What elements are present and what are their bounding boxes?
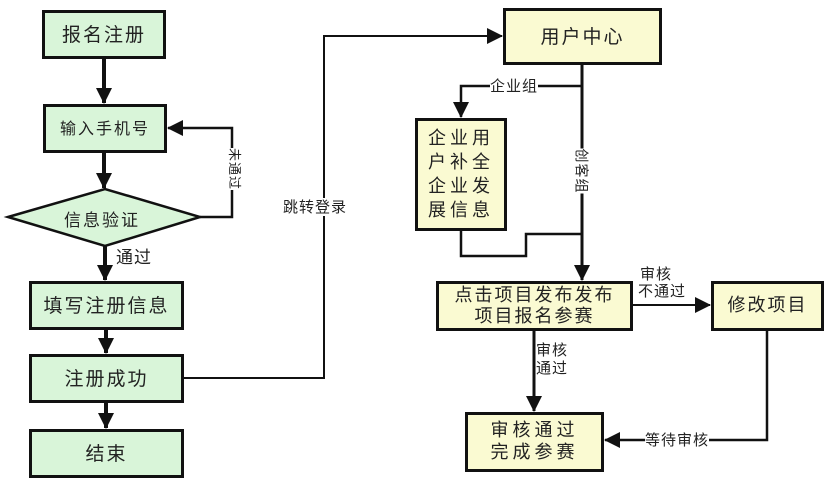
line-enterprise-merge bbox=[459, 230, 582, 258]
label-review-pass-2: 通过 bbox=[536, 359, 569, 377]
label-passed: 通过 bbox=[116, 248, 152, 268]
label-review-pass-1: 审核 bbox=[536, 341, 569, 359]
label-maker-group: 创客组 bbox=[571, 148, 590, 194]
label-jump-login: 跳转登录 bbox=[283, 198, 348, 216]
node-publish: 点击项目发布发布项目报名参赛 bbox=[436, 281, 633, 331]
node-complete: 审核通过完成参赛 bbox=[465, 412, 604, 472]
node-user-center: 用户中心 bbox=[503, 8, 662, 65]
arrow-wait-review bbox=[604, 330, 769, 448]
node-enterprise-info: 企业用户补全企业发展信息 bbox=[415, 118, 507, 231]
node-modify: 修改项目 bbox=[711, 281, 824, 331]
label-wait-review: 等待审核 bbox=[645, 431, 710, 449]
node-end: 结束 bbox=[29, 429, 184, 478]
node-success: 注册成功 bbox=[29, 354, 184, 403]
label-enterprise-group: 企业组 bbox=[490, 77, 539, 95]
node-phone: 输入手机号 bbox=[43, 104, 167, 153]
arrow-enterprise bbox=[453, 84, 582, 118]
node-register: 报名注册 bbox=[42, 10, 166, 59]
label-review-fail-2: 不通过 bbox=[638, 282, 687, 300]
label-review-fail-1: 审核 bbox=[640, 265, 673, 283]
arrow-verify-fail bbox=[167, 120, 234, 219]
node-fill-info: 填写注册信息 bbox=[29, 281, 184, 330]
label-not-passed: 未通过 bbox=[224, 147, 243, 191]
node-verify: 信息验证 bbox=[64, 211, 140, 231]
